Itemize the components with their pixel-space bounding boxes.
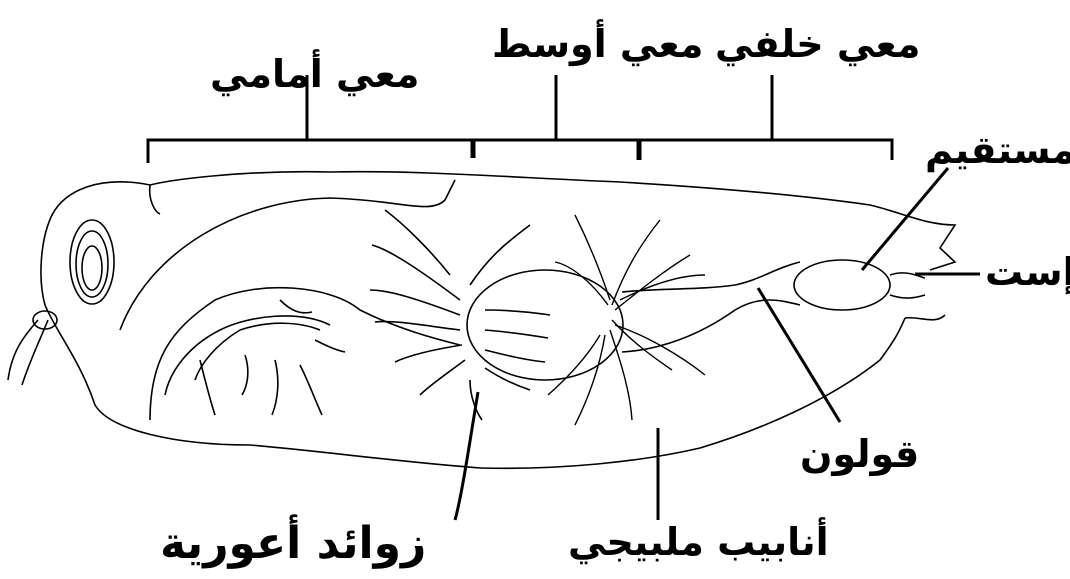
gastric-caeca-label: زوائد أعورية bbox=[160, 518, 426, 569]
caecum-5 bbox=[420, 360, 465, 395]
salivary-2 bbox=[272, 360, 278, 415]
hindgut-drawing bbox=[622, 260, 925, 352]
crop-upper bbox=[120, 180, 455, 330]
caecum-8 bbox=[470, 225, 530, 285]
salivary-5 bbox=[280, 300, 312, 313]
foregut-drawing bbox=[120, 180, 460, 420]
caecum-11 bbox=[485, 350, 545, 362]
caecum-2 bbox=[370, 290, 460, 315]
salivary-lower bbox=[200, 360, 215, 415]
caecum-10 bbox=[485, 330, 548, 338]
anus-label: إست bbox=[985, 250, 1070, 294]
rectum-sac bbox=[794, 260, 890, 310]
caecum-6 bbox=[385, 210, 450, 275]
malpighian-tubules-label: أنابيب ملبيجي bbox=[568, 520, 829, 564]
body-outline bbox=[8, 172, 955, 469]
colon-leader bbox=[758, 288, 840, 422]
midgut-bracket bbox=[474, 140, 638, 160]
caecum-4 bbox=[395, 345, 462, 362]
crop-lower bbox=[150, 288, 460, 420]
colon-label: قولون bbox=[800, 432, 919, 476]
foregut-label: معي أمامي bbox=[210, 52, 419, 96]
caeca-leader bbox=[455, 392, 478, 520]
foregut-bracket bbox=[148, 140, 472, 163]
salivary-3 bbox=[300, 365, 322, 415]
midgut-drawing bbox=[370, 210, 623, 420]
caecum-12 bbox=[485, 368, 530, 390]
rectum-label: مستقيم bbox=[925, 128, 1070, 172]
back-outline bbox=[150, 172, 955, 270]
head-notch bbox=[150, 185, 160, 214]
rectum-leader bbox=[862, 168, 948, 270]
salivary-1 bbox=[242, 355, 248, 395]
anal-opening-2 bbox=[890, 295, 925, 298]
ileum-bottom bbox=[622, 300, 800, 352]
midgut-label: معي أوسط bbox=[492, 22, 703, 66]
hindgut-bracket bbox=[640, 140, 892, 160]
caecum-9 bbox=[485, 310, 550, 315]
eye bbox=[70, 220, 114, 304]
tail-outline bbox=[905, 315, 945, 320]
eye-mid bbox=[76, 231, 108, 297]
midgut-body bbox=[467, 270, 623, 380]
malpighian-tubules-drawing bbox=[548, 215, 705, 425]
eye-inner bbox=[82, 246, 102, 290]
mouthparts bbox=[8, 320, 38, 380]
salivary-duct bbox=[195, 323, 320, 380]
salivary-4 bbox=[315, 340, 345, 352]
hindgut-label: معي خلفي bbox=[715, 22, 920, 66]
